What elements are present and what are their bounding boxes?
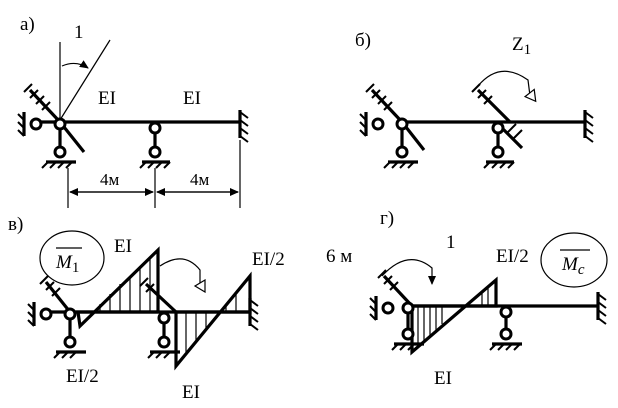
- stiffness-bottom-left-c: EI/2: [66, 366, 99, 387]
- unknown-rotation-arrow: [477, 70, 530, 96]
- panel-c: в) M1 EI EI/2 EI/2 EI: [8, 214, 285, 403]
- moment-symbol-c: M1: [55, 252, 79, 276]
- panel-a-tag: а): [20, 14, 35, 35]
- left-support-d: [369, 269, 424, 351]
- panel-d-tag: г): [380, 208, 394, 229]
- span2-stiffness: EI: [183, 88, 201, 109]
- stiffness-bottom-right-c: EI: [182, 382, 200, 403]
- left-support-b: [359, 83, 426, 169]
- dimension-1: 4м: [100, 170, 120, 189]
- unit-rotation-arrow-c: [159, 258, 200, 286]
- moment-symbol-ellipse-c: [39, 230, 105, 286]
- middle-constraint-c: [139, 277, 180, 359]
- rotation-label: 1: [74, 22, 84, 43]
- moment-diagram-d: [410, 276, 498, 356]
- middle-support-a: [139, 121, 171, 169]
- dimension-2: 4м: [190, 170, 210, 189]
- panel-b: б): [355, 30, 594, 169]
- moment-diagram-c: [76, 246, 252, 371]
- left-support-c: [27, 275, 86, 359]
- stiffness-bottom-d: EI: [434, 368, 452, 389]
- panel-c-tag: в): [8, 214, 23, 235]
- panel-d: г) 6 м 1 EI/2 Mc EI: [326, 208, 608, 389]
- span1-stiffness: EI: [98, 88, 116, 109]
- unit-moment-arrow-d: [381, 259, 436, 285]
- unknown-label: Z1: [512, 34, 531, 58]
- stiffness-top-d: EI/2: [496, 246, 529, 267]
- stiffness-top-left-c: EI: [114, 236, 132, 257]
- stiffness-top-right-c: EI/2: [252, 249, 285, 270]
- rotation-ray: [59, 39, 111, 121]
- panel-b-tag: б): [355, 30, 371, 51]
- dimension-lines-a: [67, 140, 241, 208]
- right-wall-b: [583, 110, 594, 143]
- moment-symbol-ellipse-d: [540, 232, 608, 288]
- panel-a: а) 1: [17, 14, 249, 208]
- middle-support-d: [489, 305, 522, 351]
- unit-moment-d: 1: [446, 232, 456, 253]
- right-wall-a: [238, 110, 249, 143]
- rotation-arrow: [61, 60, 89, 69]
- middle-constraint-b: [471, 83, 524, 169]
- left-support-a: [17, 83, 86, 169]
- right-wall-d: [596, 292, 607, 325]
- right-wall-c: [248, 298, 259, 331]
- moment-symbol-d: Mc: [561, 254, 585, 278]
- moment-value-d: 6 м: [326, 246, 352, 267]
